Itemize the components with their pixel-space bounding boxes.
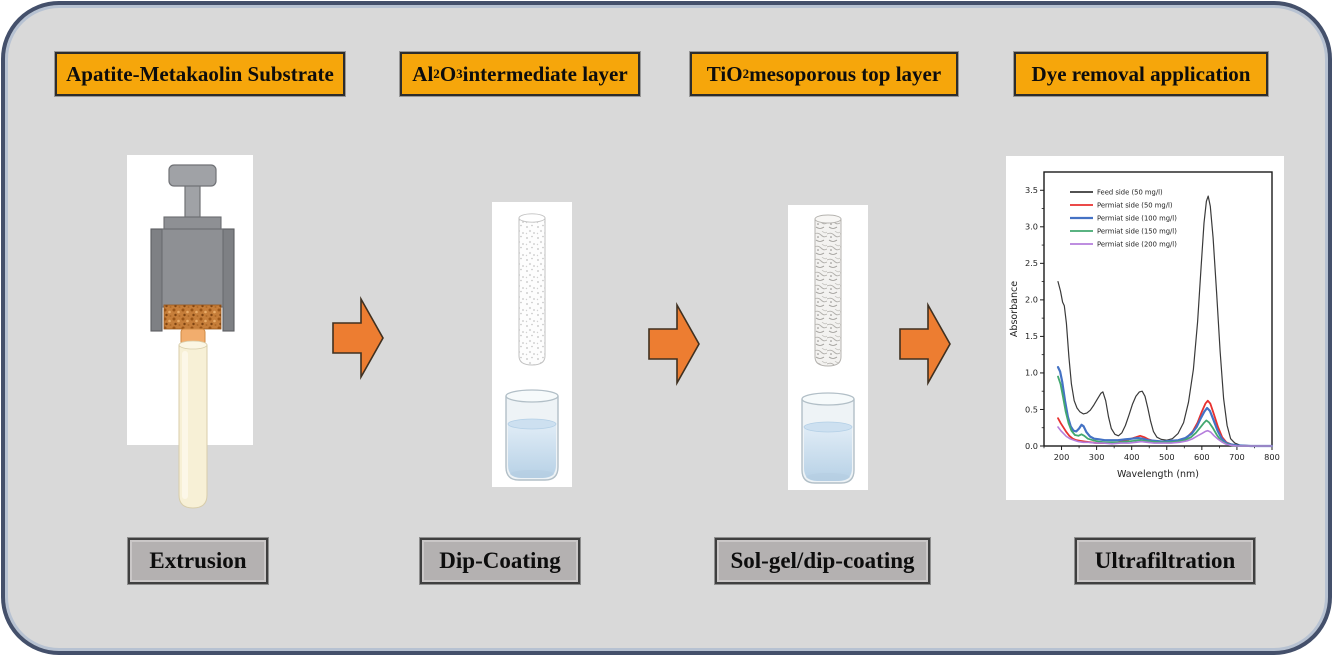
- right-arrow-icon: [332, 295, 384, 381]
- svg-text:1.0: 1.0: [1025, 368, 1038, 378]
- extruder-barrel-right-wall: [222, 228, 235, 332]
- right-arrow-icon: [648, 301, 700, 387]
- svg-text:3.0: 3.0: [1025, 222, 1038, 232]
- svg-text:700: 700: [1229, 452, 1245, 462]
- svg-text:Permiat side (100 mg/l): Permiat side (100 mg/l): [1097, 214, 1177, 222]
- tube-top-rim: [518, 213, 546, 223]
- beaker-rim: [801, 392, 855, 406]
- tube-top-rim: [178, 340, 208, 350]
- liquid-surface: [803, 421, 853, 433]
- dip-coating-illustration: [505, 213, 559, 481]
- step-caption-dip-coating: Dip-Coating: [420, 538, 580, 584]
- svg-text:400: 400: [1124, 452, 1140, 462]
- extruder-illustration: [150, 164, 235, 509]
- svg-text:Wavelength (nm): Wavelength (nm): [1117, 469, 1199, 480]
- svg-text:800: 800: [1264, 452, 1280, 462]
- extruder-piston-body: [161, 228, 224, 308]
- svg-text:3.5: 3.5: [1025, 185, 1038, 195]
- sol-gel-solution: [804, 427, 852, 481]
- extruder-plunger-stem: [184, 180, 201, 222]
- absorbance-chart: 200 300 400 500 600 700 800 0.0 0.5 1.0 1.5 2.0 2.5 3…: [1009, 171, 1280, 480]
- step-caption-extrusion: Extrusion: [128, 538, 268, 584]
- sol-gel-illustration: [801, 214, 855, 484]
- svg-text:2.5: 2.5: [1025, 258, 1038, 268]
- liquid-surface: [507, 418, 557, 430]
- coating-solution: [508, 424, 556, 478]
- svg-text:200: 200: [1054, 452, 1070, 462]
- right-arrow-icon: [899, 301, 951, 387]
- svg-text:Permiat side (150 mg/l): Permiat side (150 mg/l): [1097, 227, 1177, 235]
- svg-text:Feed side (50 mg/l): Feed side (50 mg/l): [1097, 188, 1163, 196]
- step-header-substrate: Apatite-Metakaolin Substrate: [55, 52, 345, 96]
- svg-text:0.0: 0.0: [1025, 441, 1038, 451]
- tube-highlight: [182, 351, 188, 499]
- svg-text:500: 500: [1159, 452, 1175, 462]
- extruder-handle: [168, 164, 217, 187]
- porous-support-tube: [518, 217, 546, 366]
- svg-text:Permiat side (50 mg/l): Permiat side (50 mg/l): [1097, 201, 1173, 209]
- beaker-bottom-shade: [806, 473, 850, 481]
- svg-text:Absorbance: Absorbance: [1009, 281, 1020, 337]
- svg-text:1.5: 1.5: [1025, 331, 1038, 341]
- step-caption-ultrafiltration: Ultrafiltration: [1075, 538, 1255, 584]
- svg-text:2.0: 2.0: [1025, 295, 1038, 305]
- svg-text:0.5: 0.5: [1025, 404, 1038, 414]
- ceramic-paste: [163, 304, 222, 330]
- beaker-bottom-shade: [510, 470, 554, 478]
- tube-top-rim: [814, 214, 842, 224]
- svg-text:600: 600: [1194, 452, 1210, 462]
- coated-membrane-tube: [814, 218, 842, 367]
- svg-text:Permiat side (200 mg/l): Permiat side (200 mg/l): [1097, 240, 1177, 248]
- step-header-dye-removal: Dye removal application: [1014, 52, 1268, 96]
- beaker-rim: [505, 389, 559, 403]
- svg-text:300: 300: [1089, 452, 1105, 462]
- extruder-barrel-left-wall: [150, 228, 163, 332]
- step-caption-sol-gel: Sol-gel/dip-coating: [715, 538, 930, 584]
